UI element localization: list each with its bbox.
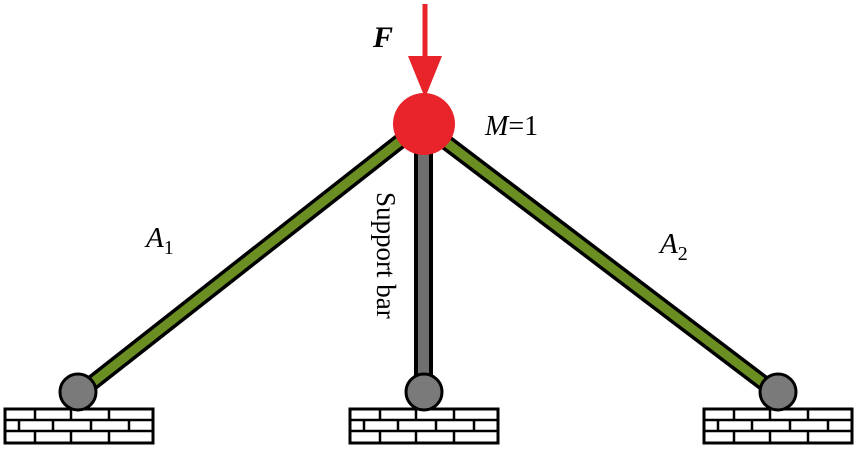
mass-node [393, 93, 455, 155]
mass-label: M=1 [484, 111, 538, 142]
force-label: F [372, 21, 393, 54]
bar-a1 [73, 117, 427, 401]
bar-a1-label-sub: 1 [164, 237, 174, 259]
ground-right [702, 407, 854, 445]
bar-a1-label: A1 [144, 222, 174, 259]
bar-a2-label-var: A [658, 228, 678, 260]
bar-a2-label: A2 [658, 228, 688, 265]
pin-right [758, 372, 798, 412]
pin-left [58, 372, 98, 412]
mass-label-var: M [484, 111, 510, 142]
support-bar-label: Support bar [371, 192, 401, 319]
force-arrow [408, 4, 442, 98]
bar-a2 [417, 117, 783, 401]
ground-left [3, 407, 155, 445]
bar-a1-label-var: A [144, 222, 164, 254]
pin-center [404, 372, 444, 412]
support-bar [414, 126, 433, 392]
mass-label-eq: =1 [508, 111, 538, 142]
bar-a2-label-sub: 2 [678, 243, 688, 265]
ground-center [348, 407, 500, 445]
